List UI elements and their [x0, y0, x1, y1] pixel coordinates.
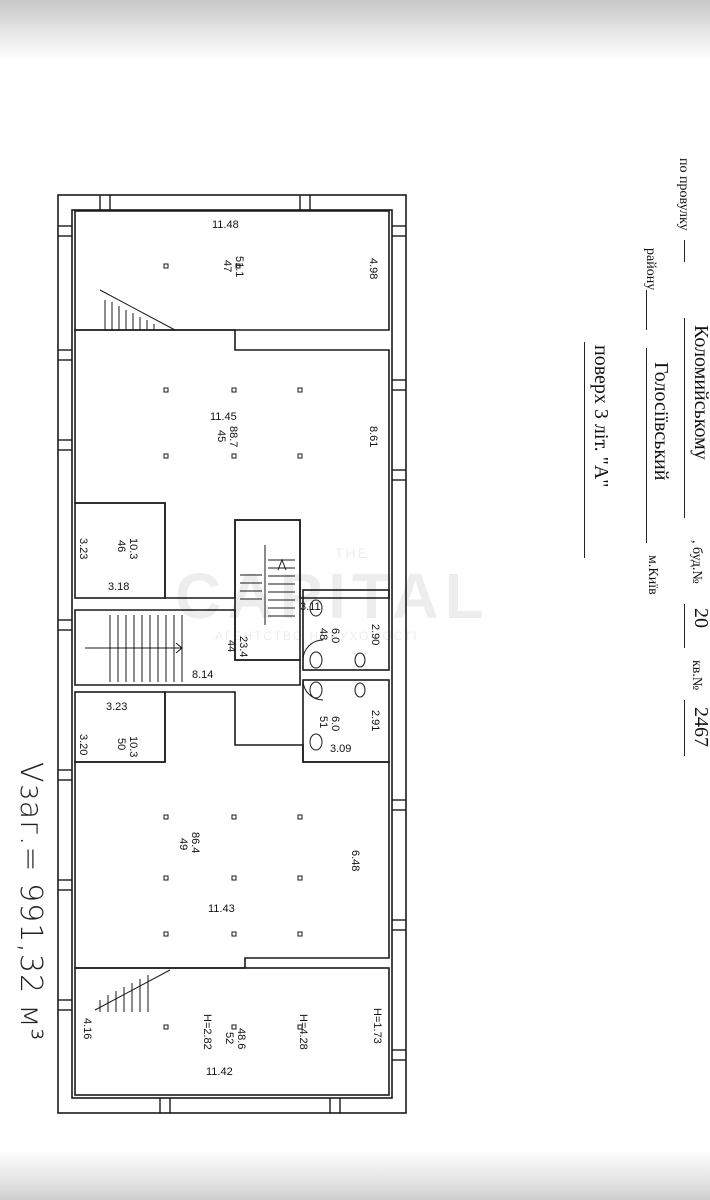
dim-11-48: 11.48	[212, 219, 239, 231]
room-48-number: 48	[317, 628, 329, 640]
room-45-outline	[74, 329, 390, 599]
room-52-area: 48.6	[235, 1028, 247, 1049]
dim-3-09: 3.09	[330, 743, 351, 755]
street-name-underline	[684, 318, 685, 518]
room-49-number: 49	[177, 838, 189, 850]
room-52-outline	[74, 967, 390, 1096]
dim-2-91: 2.91	[369, 710, 381, 731]
dim-3-20: 3.20	[77, 734, 89, 755]
dim-4-98: 4.98	[367, 258, 379, 279]
window-marks	[58, 195, 406, 1113]
dim-2-90: 2.90	[369, 624, 381, 645]
room-46-area: 10.3	[127, 538, 139, 559]
registry-number-underline	[684, 700, 685, 756]
street-label-underline	[684, 240, 685, 262]
room-52-number: 52	[223, 1032, 235, 1044]
dim-h-2-82: H=2.82	[201, 1014, 213, 1050]
floor-caption-underline	[584, 342, 585, 558]
room-44-number: 44	[225, 640, 237, 652]
dim-11-43: 11.43	[208, 903, 235, 915]
dim-h-1-73: H=1.73	[371, 1008, 383, 1044]
room-47-area: 51.1	[233, 256, 245, 277]
room-45-area: 88.7	[227, 426, 239, 447]
outer-wall-outer	[57, 194, 407, 1114]
room-46-outline	[74, 502, 166, 599]
room-47-number: 47	[221, 260, 233, 272]
scan-shadow-top	[0, 0, 710, 60]
dim-3-23-b: 3.23	[106, 701, 127, 713]
stairs-room-52	[94, 969, 171, 1012]
room-44-outline	[74, 609, 301, 686]
watermark-logo-text: CAPITAL	[175, 560, 490, 632]
dim-h-4-28: H=4.28	[297, 1014, 309, 1050]
dim-3-18: 3.18	[108, 581, 129, 593]
scan-shadow-bottom	[0, 1150, 710, 1200]
room-47-outline	[74, 210, 390, 331]
room-49-area: 86.4	[189, 832, 201, 853]
dim-3-23-a: 3.23	[77, 538, 89, 559]
dim-8-14: 8.14	[192, 669, 213, 681]
room-51-area: 6.0	[329, 716, 341, 731]
dim-11-45: 11.45	[210, 411, 237, 423]
room-50-number: 50	[115, 738, 127, 750]
dim-8-61: 8.61	[367, 426, 379, 447]
dim-4-16: 4.16	[81, 1018, 93, 1039]
district-name-underline	[646, 348, 647, 543]
stairs-core	[240, 545, 295, 625]
room-51-number: 51	[317, 716, 329, 728]
column-markers	[163, 263, 303, 1030]
district-label-underline	[646, 290, 647, 330]
agency-watermark: THE CAPITAL АГЕНТСТВО НЕРУХОМОСТІ	[175, 545, 535, 645]
room-50-area: 10.3	[127, 736, 139, 757]
room-46-number: 46	[115, 540, 127, 552]
watermark-subtitle: АГЕНТСТВО НЕРУХОМОСТІ	[215, 629, 419, 643]
dim-11-42: 11.42	[206, 1066, 233, 1078]
room-48-area: 6.0	[329, 628, 341, 643]
dim-6-48: 6.48	[349, 850, 361, 871]
room-49-outline	[74, 691, 390, 969]
room-44-area: 23.4	[237, 636, 249, 657]
room-48-outline	[302, 589, 390, 671]
watermark-small-text: THE	[335, 545, 369, 561]
stairs-room-44	[85, 615, 183, 682]
building-number-underline	[684, 604, 685, 648]
stairs-room-47	[99, 289, 176, 331]
room-45-number: 45	[215, 430, 227, 442]
sanitary-fixtures	[302, 599, 366, 751]
outer-wall-inner	[71, 209, 393, 1099]
dim-3-11: 3.11	[300, 601, 321, 613]
